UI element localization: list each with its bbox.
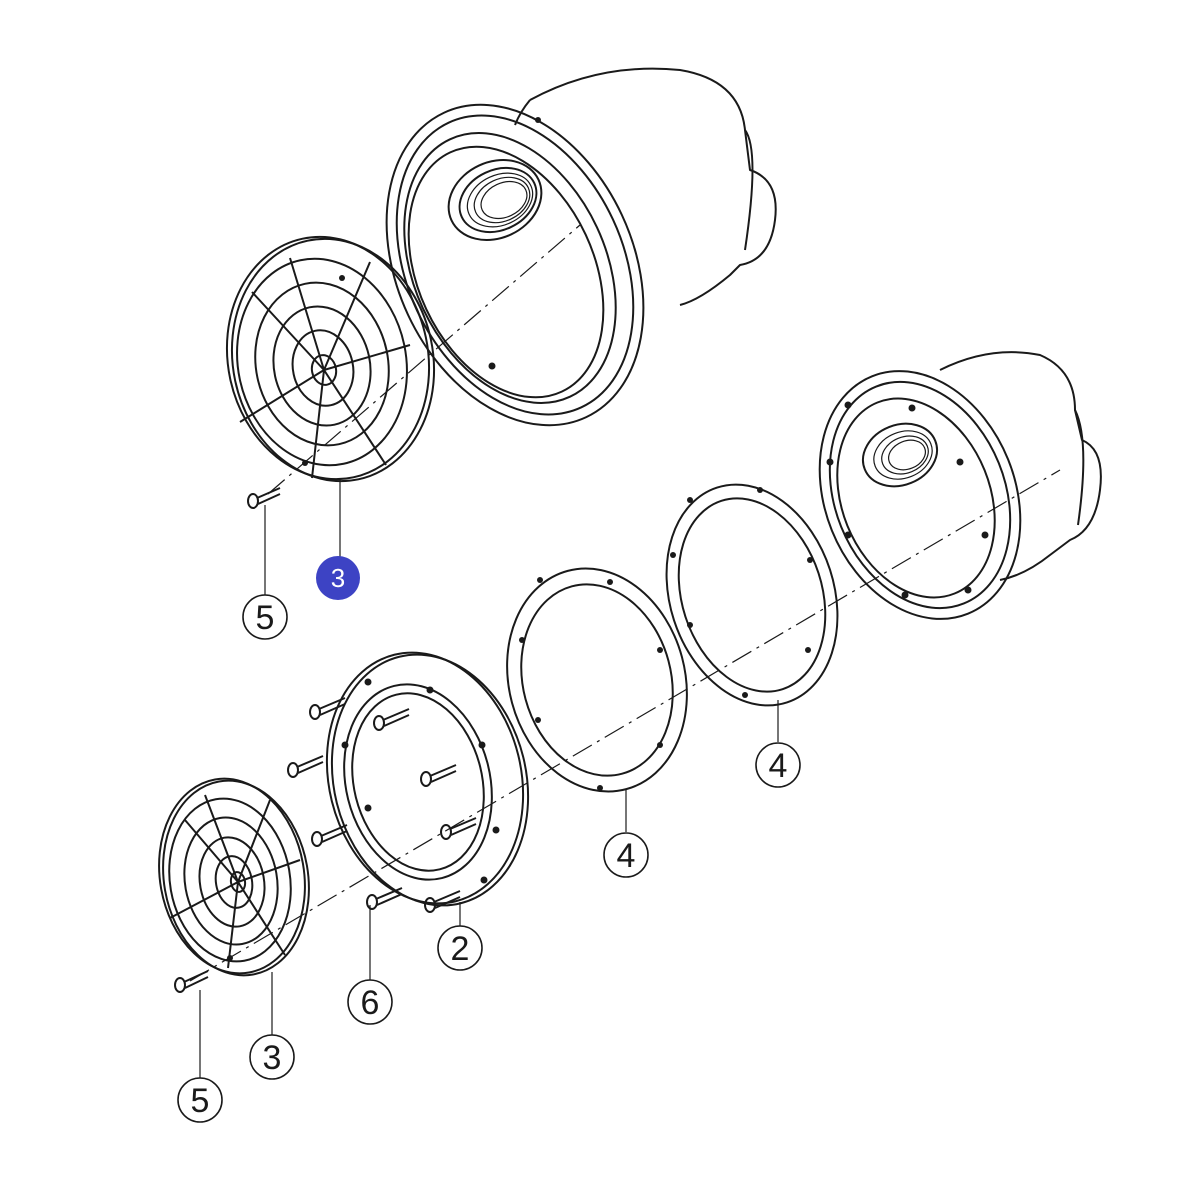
callout-6[interactable]: 6 [347,979,393,1025]
callout-5-bottom[interactable]: 5 [177,1077,223,1123]
callout-label: 5 [191,1082,210,1120]
mounting-flange [325,651,530,907]
callout-3-highlighted[interactable]: 3 [316,556,360,600]
callout-5-top[interactable]: 5 [242,594,288,640]
callout-label: 4 [769,747,788,785]
gasket-middle [506,567,688,793]
callout-label: 2 [451,930,470,968]
grille-cover-bottom [158,777,310,977]
callout-4-right[interactable]: 4 [755,742,801,788]
gasket-right [665,483,839,707]
callout-label: 4 [617,837,636,875]
grille-cover-top [225,235,436,483]
callout-3-bottom[interactable]: 3 [249,1034,295,1080]
center-axes [189,224,1061,982]
housing-large [385,67,777,427]
callout-label: 6 [361,984,380,1022]
callout-4-middle[interactable]: 4 [603,832,649,878]
leader-lines [199,480,779,1078]
callout-label: 3 [263,1039,282,1077]
screw-bottom [174,970,209,993]
callout-label: 3 [331,563,345,593]
housing-small [818,351,1102,620]
callout-2[interactable]: 2 [437,925,483,971]
callout-label: 5 [256,599,275,637]
mounting-screws [287,697,477,913]
screw-top [247,487,281,509]
